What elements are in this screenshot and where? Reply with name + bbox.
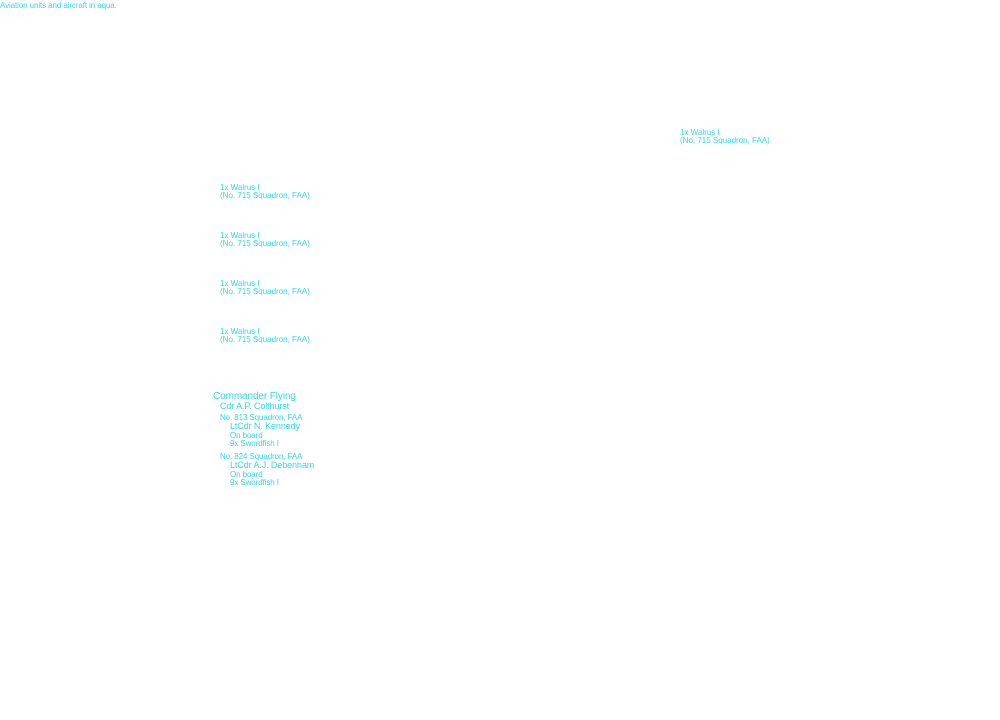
squadron-aircraft: 9x Swordfish I	[230, 478, 279, 487]
commander-title: Commander Flying	[213, 391, 296, 402]
commander-name: Cdr A.P. Colthurst	[220, 401, 290, 411]
walrus-unit-label: 1x Walrus I (No. 715 Squadron, FAA)	[220, 328, 310, 344]
squadron-commander: LtCdr N. Kennedy	[230, 421, 300, 431]
walrus-unit-label: 1x Walrus I (No. 715 Squadron, FAA)	[220, 280, 310, 296]
walrus-squadron: (No. 715 Squadron, FAA)	[220, 335, 310, 344]
walrus-count: 1x Walrus I	[680, 128, 720, 137]
walrus-squadron: (No. 715 Squadron, FAA)	[220, 191, 310, 200]
walrus-squadron: (No. 715 Squadron, FAA)	[220, 287, 310, 296]
squadron-aircraft: 9x Swordfish I	[230, 439, 279, 448]
walrus-count: 1x Walrus I	[220, 231, 260, 240]
walrus-count: 1x Walrus I	[220, 279, 260, 288]
squadron-commander: LtCdr A.J. Debenham	[230, 460, 315, 470]
walrus-squadron: (No. 715 Squadron, FAA)	[680, 136, 770, 145]
walrus-unit-label: 1x Walrus I (No. 715 Squadron, FAA)	[680, 129, 770, 145]
walrus-count: 1x Walrus I	[220, 327, 260, 336]
squadron-status: On board	[230, 470, 263, 479]
legend-caption: Aviation units and aircraft in aqua.	[0, 1, 117, 10]
walrus-unit-label: 1x Walrus I (No. 715 Squadron, FAA)	[220, 184, 310, 200]
walrus-unit-label: 1x Walrus I (No. 715 Squadron, FAA)	[220, 232, 310, 248]
squadron-name: No. 824 Squadron, FAA	[220, 452, 303, 461]
squadron-status: On board	[230, 431, 263, 440]
squadron-name: No. 813 Squadron, FAA	[220, 413, 303, 422]
walrus-count: 1x Walrus I	[220, 183, 260, 192]
walrus-squadron: (No. 715 Squadron, FAA)	[220, 239, 310, 248]
